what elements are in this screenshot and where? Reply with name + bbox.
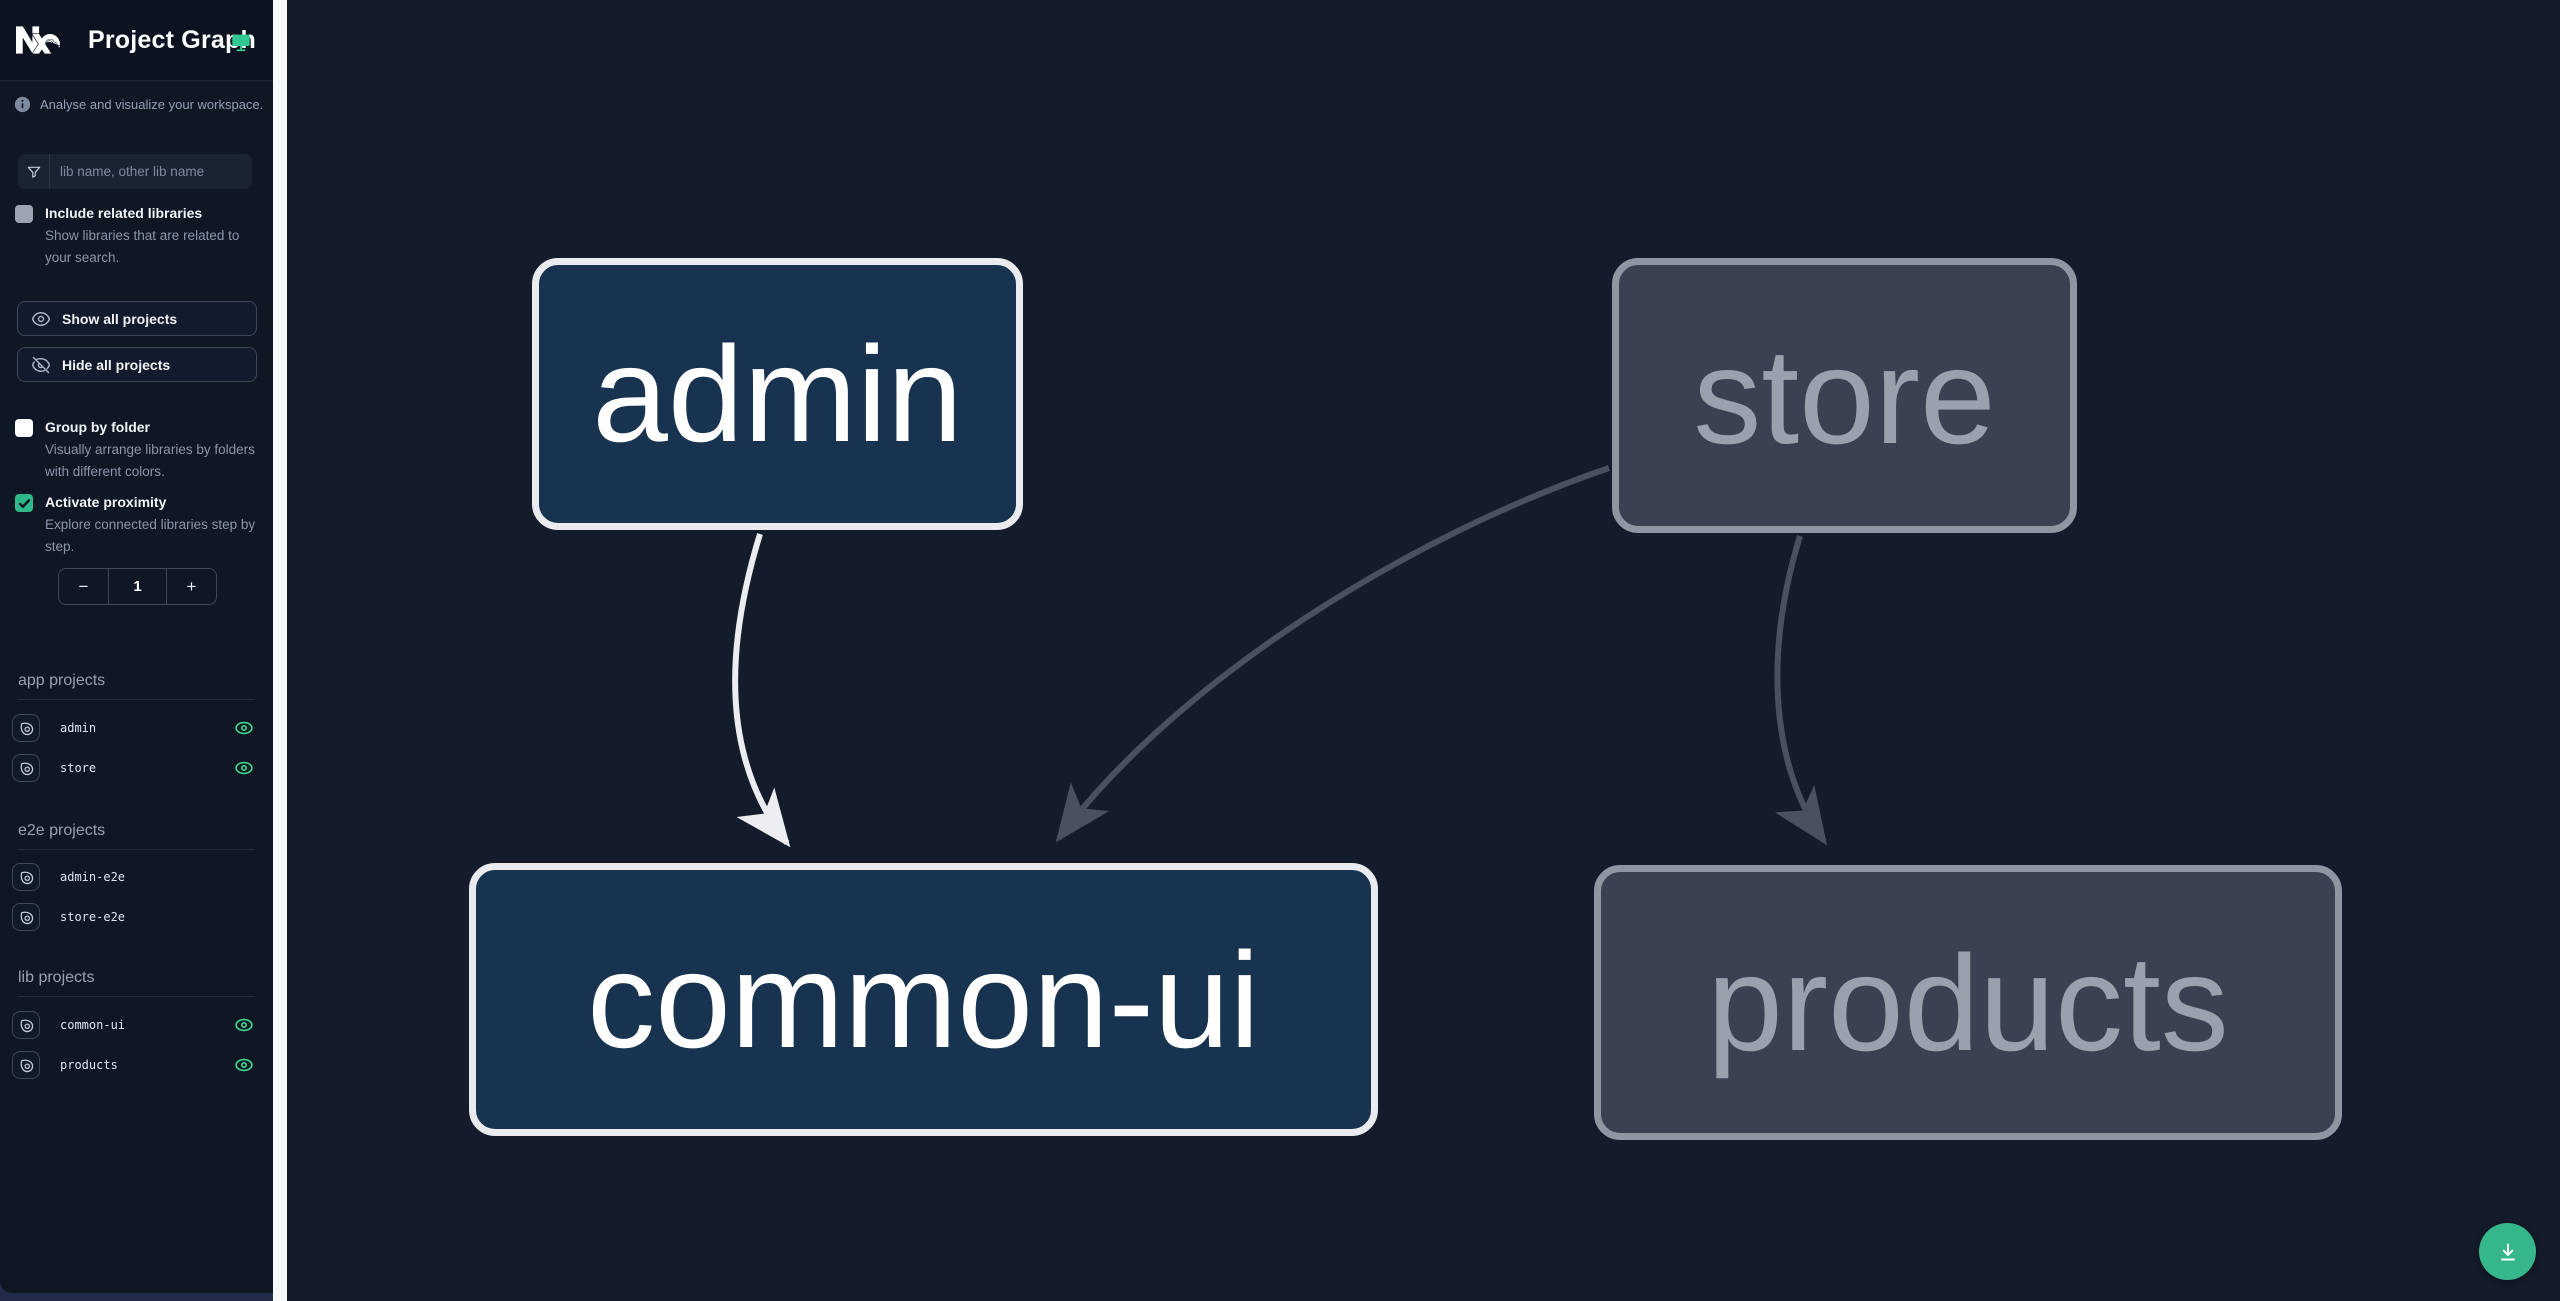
- focus-project-button[interactable]: [12, 903, 40, 931]
- workspace-tagline: Analyse and visualize your workspace.: [14, 96, 264, 113]
- project-row-common-ui: common-ui: [12, 1011, 256, 1039]
- proximity-stepper: − 1 +: [58, 568, 217, 605]
- info-icon: [14, 96, 31, 113]
- activate-proximity-description: Explore connected libraries step by step…: [45, 517, 256, 554]
- window-bottom-edge: [0, 1293, 287, 1301]
- node-label: store: [1693, 319, 1996, 472]
- edge-admin-to-common-ui: [732, 533, 791, 848]
- graph-node-common-ui[interactable]: common-ui: [469, 863, 1378, 1136]
- focus-pin-icon: [20, 1059, 33, 1072]
- graph-canvas[interactable]: admin store common-ui products: [287, 0, 2560, 1301]
- search-input[interactable]: [50, 154, 252, 189]
- focus-project-button[interactable]: [12, 754, 40, 782]
- sidebar-header: Project Graph: [0, 0, 273, 81]
- project-row-store: store: [12, 754, 256, 782]
- include-related-label: Include related libraries: [45, 205, 203, 221]
- node-label: common-ui: [587, 923, 1260, 1076]
- activate-proximity-checkbox[interactable]: [15, 494, 33, 512]
- check-icon: [18, 498, 30, 508]
- proximity-value: 1: [108, 569, 167, 604]
- project-row-admin-e2e: admin-e2e: [12, 863, 256, 891]
- activate-proximity-label: Activate proximity: [45, 494, 167, 510]
- eye-icon: [31, 311, 51, 326]
- graph-node-admin[interactable]: admin: [532, 258, 1023, 530]
- focus-pin-icon: [20, 911, 33, 924]
- focus-pin-icon: [20, 722, 33, 735]
- focus-project-button[interactable]: [12, 1051, 40, 1079]
- hide-all-projects-label: Hide all projects: [62, 356, 171, 373]
- project-visible-eye-icon[interactable]: [234, 758, 254, 778]
- show-all-projects-button[interactable]: Show all projects: [17, 301, 257, 336]
- search-box: [18, 154, 252, 189]
- option-activate-proximity: Activate proximity Explore connected lib…: [15, 492, 261, 558]
- page-title: Project Graph: [88, 26, 256, 54]
- focus-project-button[interactable]: [12, 863, 40, 891]
- focus-pin-icon: [20, 762, 33, 775]
- include-related-checkbox[interactable]: [15, 205, 33, 223]
- tagline-text: Analyse and visualize your workspace.: [40, 97, 264, 112]
- include-related-description: Show libraries that are related to your …: [45, 228, 240, 265]
- project-visible-eye-icon[interactable]: [234, 1055, 254, 1075]
- graph-edges: [732, 465, 1828, 848]
- group-by-folder-label: Group by folder: [45, 419, 150, 435]
- proximity-increment-button[interactable]: +: [167, 569, 216, 604]
- project-name: store: [60, 761, 97, 775]
- node-label: admin: [592, 318, 963, 470]
- group-by-folder-checkbox[interactable]: [15, 419, 33, 437]
- graph-node-products[interactable]: products: [1594, 865, 2342, 1140]
- sidebar-resize-divider[interactable]: [273, 0, 287, 1301]
- project-name: common-ui: [60, 1018, 126, 1032]
- project-name: store-e2e: [60, 910, 126, 924]
- focus-project-button[interactable]: [12, 714, 40, 742]
- focus-project-button[interactable]: [12, 1011, 40, 1039]
- graph-node-store[interactable]: store: [1612, 258, 2077, 533]
- edge-store-to-common-ui: [1055, 465, 1610, 843]
- project-name: admin: [60, 721, 97, 735]
- edge-store-to-products: [1774, 535, 1828, 846]
- eye-off-icon: [31, 356, 51, 373]
- project-visible-eye-icon[interactable]: [234, 718, 254, 738]
- sidebar: Project Graph Analyse and visualize your…: [0, 0, 273, 1293]
- option-include-related: Include related libraries Show libraries…: [15, 203, 261, 269]
- project-name: admin-e2e: [60, 870, 126, 884]
- filter-funnel-icon: [18, 154, 50, 189]
- focus-pin-icon: [20, 1019, 33, 1032]
- project-name: products: [60, 1058, 118, 1072]
- focus-pin-icon: [20, 871, 33, 884]
- project-row-admin: admin: [12, 714, 256, 742]
- proximity-decrement-button[interactable]: −: [59, 569, 108, 604]
- download-graph-button[interactable]: [2479, 1223, 2536, 1280]
- nx-logo-icon: [16, 26, 60, 54]
- hide-all-projects-button[interactable]: Hide all projects: [17, 347, 257, 382]
- section-lib-projects: lib projects: [18, 969, 255, 997]
- project-visible-eye-icon[interactable]: [234, 1015, 254, 1035]
- section-e2e-projects: e2e projects: [18, 822, 255, 850]
- node-label: products: [1707, 926, 2229, 1079]
- monitor-icon[interactable]: [230, 31, 252, 53]
- show-all-projects-label: Show all projects: [62, 310, 178, 327]
- project-row-store-e2e: store-e2e: [12, 903, 256, 931]
- option-group-by-folder: Group by folder Visually arrange librari…: [15, 417, 261, 483]
- download-icon: [2500, 1243, 2515, 1260]
- section-app-projects: app projects: [18, 672, 255, 700]
- group-by-folder-description: Visually arrange libraries by folders wi…: [45, 442, 255, 479]
- project-row-products: products: [12, 1051, 256, 1079]
